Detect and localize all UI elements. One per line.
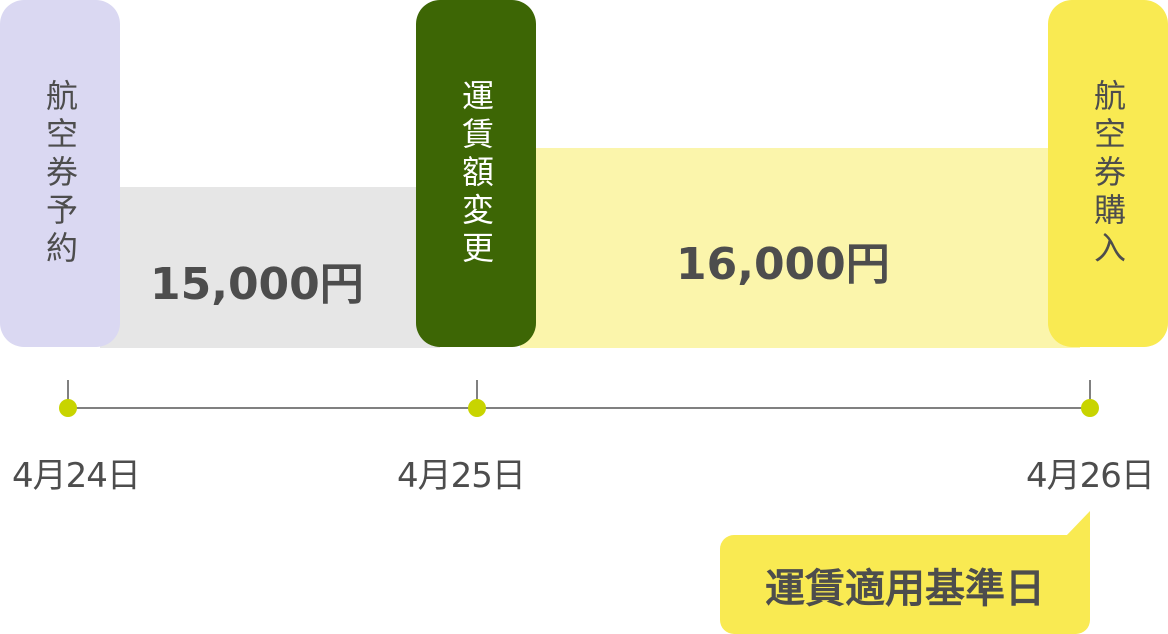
- timeline-dot-2: [468, 399, 486, 417]
- callout-text: 運賃適用基準日: [765, 565, 1045, 612]
- event-reserve-label: 航空券予約: [41, 78, 79, 269]
- event-fare-change: 運賃額変更: [416, 0, 536, 347]
- date-label-3: 4月26日: [1026, 456, 1155, 496]
- date-label-2: 4月25日: [397, 456, 526, 496]
- timeline-tick-2: [476, 380, 478, 408]
- fare-period-2-price: 16,000円: [676, 239, 890, 290]
- timeline-tick-3: [1089, 380, 1091, 408]
- timeline-axis: [68, 407, 1090, 409]
- timeline-dot-3: [1081, 399, 1099, 417]
- timeline-tick-1: [67, 380, 69, 408]
- fare-period-2-band: [520, 148, 1080, 348]
- event-reserve-ticket: 航空券予約: [0, 0, 120, 347]
- event-purchase-ticket: 航空券購入: [1048, 0, 1168, 347]
- timeline-dot-1: [59, 399, 77, 417]
- date-label-1: 4月24日: [12, 456, 141, 496]
- event-purchase-label: 航空券購入: [1089, 78, 1127, 269]
- event-fare-change-label: 運賃額変更: [457, 78, 495, 269]
- fare-period-1-band: [100, 187, 440, 348]
- fare-period-1-price: 15,000円: [150, 259, 364, 310]
- fare-basis-date-callout: 運賃適用基準日: [720, 535, 1090, 634]
- callout-pointer-icon: [1066, 511, 1090, 536]
